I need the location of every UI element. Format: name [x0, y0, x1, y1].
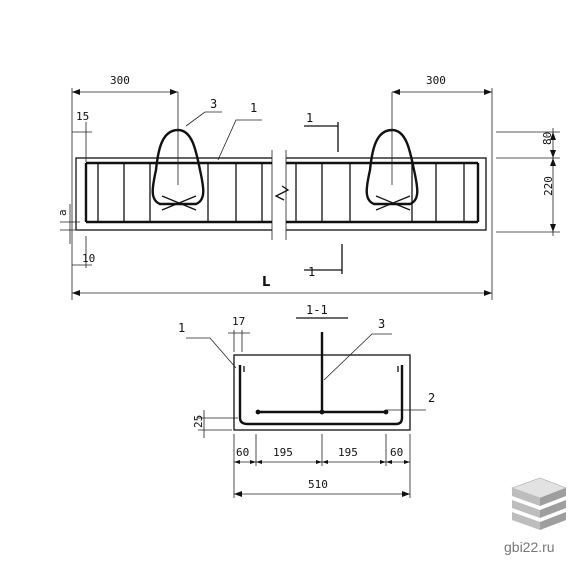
- break-symbol: [274, 185, 290, 201]
- dim-bar-offset: 17: [232, 315, 245, 328]
- loop-anchor-right: [375, 195, 411, 211]
- section-rebar-left: [255, 409, 261, 415]
- section-mark-top: [304, 122, 339, 152]
- dim-section-cover: 25: [192, 415, 205, 428]
- dim-chain-arrows: [234, 460, 410, 464]
- dim-total-width: 510: [308, 478, 328, 491]
- dim-edge-right: 60: [390, 446, 403, 459]
- leader-frame: [186, 337, 237, 369]
- leader-loop: [185, 111, 222, 127]
- dim-span-left: 195: [273, 446, 293, 459]
- leader-section-loop: [323, 333, 392, 381]
- callout-section-loop: 3: [378, 317, 385, 331]
- dim-line-section-cover: [198, 410, 238, 438]
- section-view: 1-1 1 3 2 17 25 60 195 195 60: [178, 303, 435, 498]
- dim-length: L: [262, 275, 270, 290]
- dim-line-side-cover: [60, 204, 80, 244]
- section-mark-bottom: [304, 244, 343, 274]
- dim-loop-height: 80: [541, 132, 554, 145]
- section-u-frame: [238, 365, 404, 426]
- dim-extension-lines: [233, 434, 411, 498]
- cage-stirrups: [97, 163, 465, 222]
- section-title: 1-1: [306, 303, 328, 317]
- watermark-logo-icon: [511, 477, 567, 530]
- dim-side-cover: a: [56, 209, 69, 216]
- dim-bottom-cover: 10: [82, 252, 95, 265]
- dim-line-top-cover: [72, 122, 92, 162]
- cage-end-bars: [84, 163, 480, 222]
- section-rebar-right: [383, 409, 389, 415]
- section-mark-top-label: 1: [306, 111, 313, 125]
- callout-cage: 1: [250, 101, 257, 115]
- dim-lines-heights: [496, 128, 560, 236]
- dim-edge-left: 60: [236, 446, 249, 459]
- loop-anchor-left: [161, 195, 197, 211]
- break-lines: [271, 150, 287, 240]
- dim-line-right-300: [392, 88, 493, 300]
- watermark: gbi22.ru: [504, 477, 567, 555]
- dim-top-cover: 15: [76, 110, 89, 123]
- watermark-text: gbi22.ru: [504, 539, 555, 555]
- elevation-view: 300 300 15 a 10 L 80 220 3 1 1 1: [56, 74, 560, 300]
- leader-cage: [217, 119, 262, 161]
- callout-bottom-bar: 2: [428, 391, 435, 405]
- section-mark-bottom-label: 1: [308, 265, 315, 279]
- section-frame-hooks: [243, 366, 399, 372]
- dim-left-offset: 300: [110, 74, 130, 87]
- dim-right-offset: 300: [426, 74, 446, 87]
- callout-frame: 1: [178, 321, 185, 335]
- dim-line-bar-offset: [228, 330, 250, 352]
- dim-line-bottom-cover: [72, 236, 92, 268]
- dim-span-right: 195: [338, 446, 358, 459]
- dim-beam-height: 220: [542, 176, 555, 196]
- callout-loop: 3: [210, 97, 217, 111]
- dim-arrows-heights: [550, 132, 556, 232]
